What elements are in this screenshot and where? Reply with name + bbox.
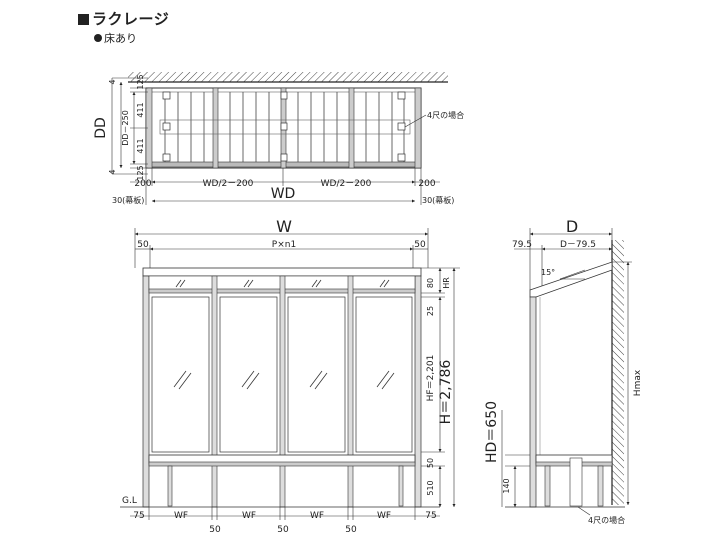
front-post-left <box>142 275 150 508</box>
front-dim-mid-50-1: 50 <box>209 525 221 535</box>
front-floor-beam <box>148 461 416 467</box>
side-hd: HD＝650 <box>484 401 500 463</box>
plan-makuita-left: 30(幕板) <box>112 195 144 205</box>
front-dim-mid-50-2: 50 <box>277 525 289 535</box>
front-post-right <box>414 275 422 508</box>
front-dim-pxn: P×n1 <box>272 240 296 250</box>
plan-wd-dimensions <box>130 168 440 205</box>
page-subtitle-text: 床あり <box>104 32 137 45</box>
plan-dim-wd-half-right: WD/2－200 <box>321 179 372 189</box>
plan-rafters <box>164 92 405 162</box>
plan-dim-wd-half-left: WD/2－200 <box>203 179 254 189</box>
plan-brackets <box>162 91 406 162</box>
side-hmax: Hmax <box>633 369 643 396</box>
side-dim-d-79-5: D－79.5 <box>560 240 596 250</box>
side-d-label: D <box>566 217 578 236</box>
front-dim-wf-4: WF <box>377 511 391 521</box>
side-floor-supports <box>544 457 604 507</box>
side-dim-79-5: 79.5 <box>512 240 532 250</box>
front-dim-25: 25 <box>426 306 435 316</box>
side-angle-line <box>559 269 586 280</box>
front-dim-50-right: 50 <box>414 240 426 250</box>
plan-view: 4 4 125 411 411 125 DD－250 DD 4尺の場合 200 … <box>93 72 464 205</box>
front-dim-50-left: 50 <box>137 240 149 250</box>
plan-mullion-3 <box>348 87 355 169</box>
plan-dim-411-top: 411 <box>136 102 145 117</box>
page-title: ラクレージ <box>78 8 169 29</box>
front-bottom-dimensions <box>130 507 440 520</box>
side-height-dimensions <box>501 261 632 507</box>
side-front-post <box>529 296 537 508</box>
side-view: D 79.5 D－79.5 15° 140 HD＝650 <box>484 217 643 525</box>
plan-mullion-1 <box>212 87 219 169</box>
plan-wall-hatch <box>128 72 448 82</box>
front-gl-label: G.L <box>122 496 137 506</box>
side-wall-hatch <box>612 240 624 505</box>
front-mullion-3 <box>347 275 354 508</box>
plan-note-leader <box>404 114 427 128</box>
front-dim-mid-50-3: 50 <box>345 525 357 535</box>
front-w-dimensions <box>134 228 429 268</box>
front-hf: HF＝2,201 <box>426 355 436 402</box>
front-w-label: W <box>276 217 292 236</box>
side-angle-label: 15° <box>541 268 555 277</box>
front-top-beam <box>142 267 422 277</box>
front-mullion-2 <box>279 275 286 508</box>
front-dim-80: 80 <box>426 278 435 288</box>
plan-note-4shaku: 4尺の場合 <box>427 110 464 120</box>
side-d-dimensions <box>514 228 613 290</box>
plan-mid-beam <box>159 119 411 135</box>
plan-makuita-right: 30(幕板) <box>422 195 454 205</box>
plan-dim-125-bottom: 125 <box>136 165 145 180</box>
front-h: H＝2,786 <box>438 360 454 425</box>
page-title-text: ラクレージ <box>92 10 170 28</box>
front-dim-wf-3: WF <box>310 511 324 521</box>
plan-dim-200-right: 200 <box>418 179 435 189</box>
plan-dim-125-top: 125 <box>136 74 145 89</box>
plan-wd-label: WD <box>271 186 296 202</box>
front-view: W 50 50 P×n1 <box>120 217 460 535</box>
plan-dim-411-bottom: 411 <box>136 138 145 153</box>
plan-dim-4-top: 4 <box>108 79 117 84</box>
front-dim-75-right: 75 <box>425 511 436 521</box>
front-glass-reflections <box>173 279 395 390</box>
front-glass-panels <box>151 296 413 453</box>
dot-bullet-icon <box>94 34 102 42</box>
plan-dd-label: DD <box>93 117 109 139</box>
page-subtitle: 床あり <box>94 30 137 46</box>
front-floor-legs <box>167 465 404 507</box>
front-mullion-1 <box>211 275 218 508</box>
front-hr-label: HR <box>442 277 451 289</box>
front-height-dimensions <box>421 267 460 507</box>
front-dim-75-left: 75 <box>133 511 144 521</box>
front-dim-510: 510 <box>426 480 435 495</box>
plan-dim-dd-250: DD－250 <box>121 110 130 146</box>
plan-dd-dimensions <box>111 77 148 175</box>
front-dim-50-h: 50 <box>426 458 435 468</box>
front-dim-wf-2: WF <box>242 511 256 521</box>
front-dim-wf-1: WF <box>174 511 188 521</box>
side-roof <box>529 261 613 298</box>
plan-post-right <box>414 87 422 169</box>
square-bullet-icon <box>78 14 89 25</box>
side-dim-140: 140 <box>502 478 511 493</box>
side-note-4shaku: 4尺の場合 <box>588 515 625 525</box>
plan-dim-200-left: 200 <box>134 179 151 189</box>
plan-dim-4-bottom: 4 <box>108 169 117 174</box>
side-note-leader <box>577 506 591 516</box>
